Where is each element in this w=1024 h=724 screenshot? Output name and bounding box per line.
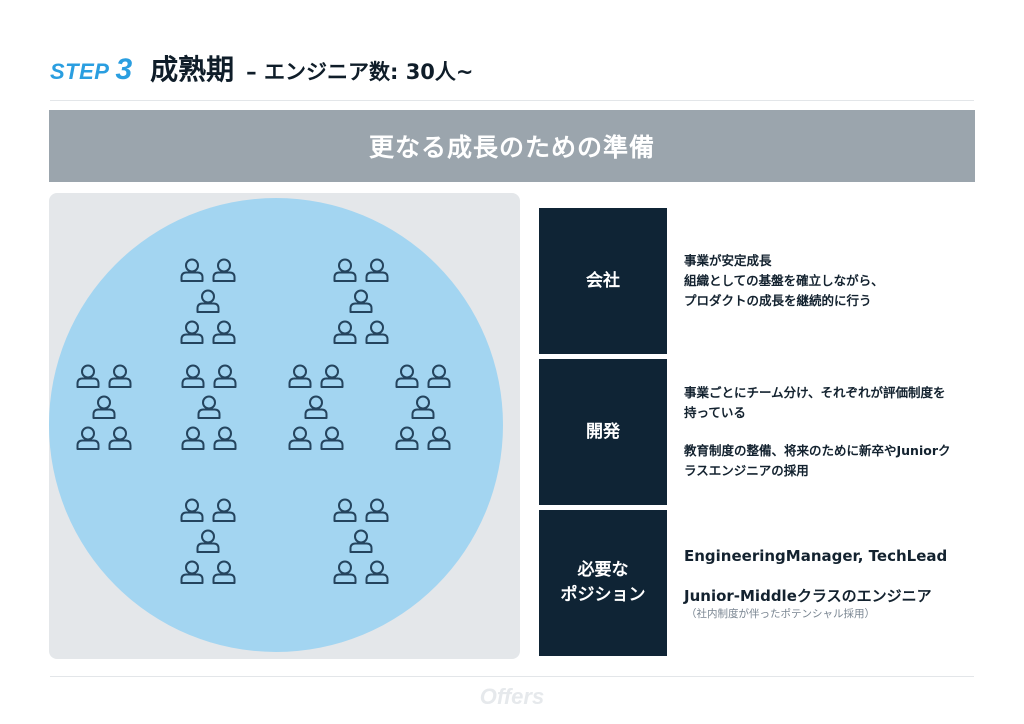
- banner-text: 更なる成長のための準備: [368, 133, 655, 162]
- organization-circle: [49, 198, 503, 652]
- stage-title: 成熟期: [150, 53, 235, 86]
- row-label-development: 開発: [539, 359, 667, 505]
- company-line: プロダクトの成長を継続的に行う: [684, 293, 872, 308]
- row-body-company: 事業が安定成長 組織としての基盤を確立しながら、 プロダクトの成長を継続的に行う: [684, 208, 984, 354]
- position-item: Junior-Middleクラスのエンジニア: [684, 587, 932, 605]
- row-label-text: 必要な: [577, 560, 629, 581]
- row-label-company: 会社: [539, 208, 667, 354]
- row-body-positions: EngineeringManager, TechLead Junior-Midd…: [684, 510, 984, 656]
- section-banner: 更なる成長のための準備: [49, 110, 975, 182]
- row-company: 会社 事業が安定成長 組織としての基盤を確立しながら、 プロダクトの成長を継続的…: [539, 208, 979, 354]
- company-line: 事業が安定成長: [684, 253, 772, 268]
- stage-subtitle: – エンジニア数: 30人~: [246, 60, 474, 84]
- teams-illustration: [49, 198, 503, 652]
- development-line: 事業ごとにチーム分け、それぞれが評価制度を: [684, 385, 946, 400]
- teams-illustration-panel: [49, 193, 520, 659]
- offers-logo: Offers: [479, 684, 545, 709]
- row-development: 開発 事業ごとにチーム分け、それぞれが評価制度を 持っている 教育制度の整備、将…: [539, 359, 979, 505]
- row-body-development: 事業ごとにチーム分け、それぞれが評価制度を 持っている 教育制度の整備、将来のた…: [684, 359, 984, 505]
- step-number: 3: [115, 53, 133, 86]
- row-label-text: 会社: [586, 270, 620, 291]
- row-label-positions: 必要な ポジション: [539, 510, 667, 656]
- header-divider: [50, 100, 974, 101]
- row-label-text: 開発: [586, 421, 620, 442]
- page-header: STEP 3 成熟期 – エンジニア数: 30人~: [50, 48, 474, 92]
- row-label-text: ポジション: [560, 585, 646, 605]
- position-item: EngineeringManager, TechLead: [684, 547, 948, 565]
- paragraph-gap: [684, 423, 984, 441]
- company-line: 組織としての基盤を確立しながら、: [684, 273, 884, 288]
- development-line: 教育制度の整備、将来のために新卒やJuniorク: [684, 443, 951, 458]
- footer-divider: [50, 676, 974, 677]
- development-line: 持っている: [684, 405, 746, 420]
- development-line: ラスエンジニアの採用: [684, 463, 809, 478]
- paragraph-gap: [684, 567, 984, 585]
- row-positions: 必要な ポジション EngineeringManager, TechLead J…: [539, 510, 979, 656]
- step-label: STEP: [50, 59, 110, 84]
- position-note: （社内制度が伴ったポテンシャル採用）: [686, 608, 875, 620]
